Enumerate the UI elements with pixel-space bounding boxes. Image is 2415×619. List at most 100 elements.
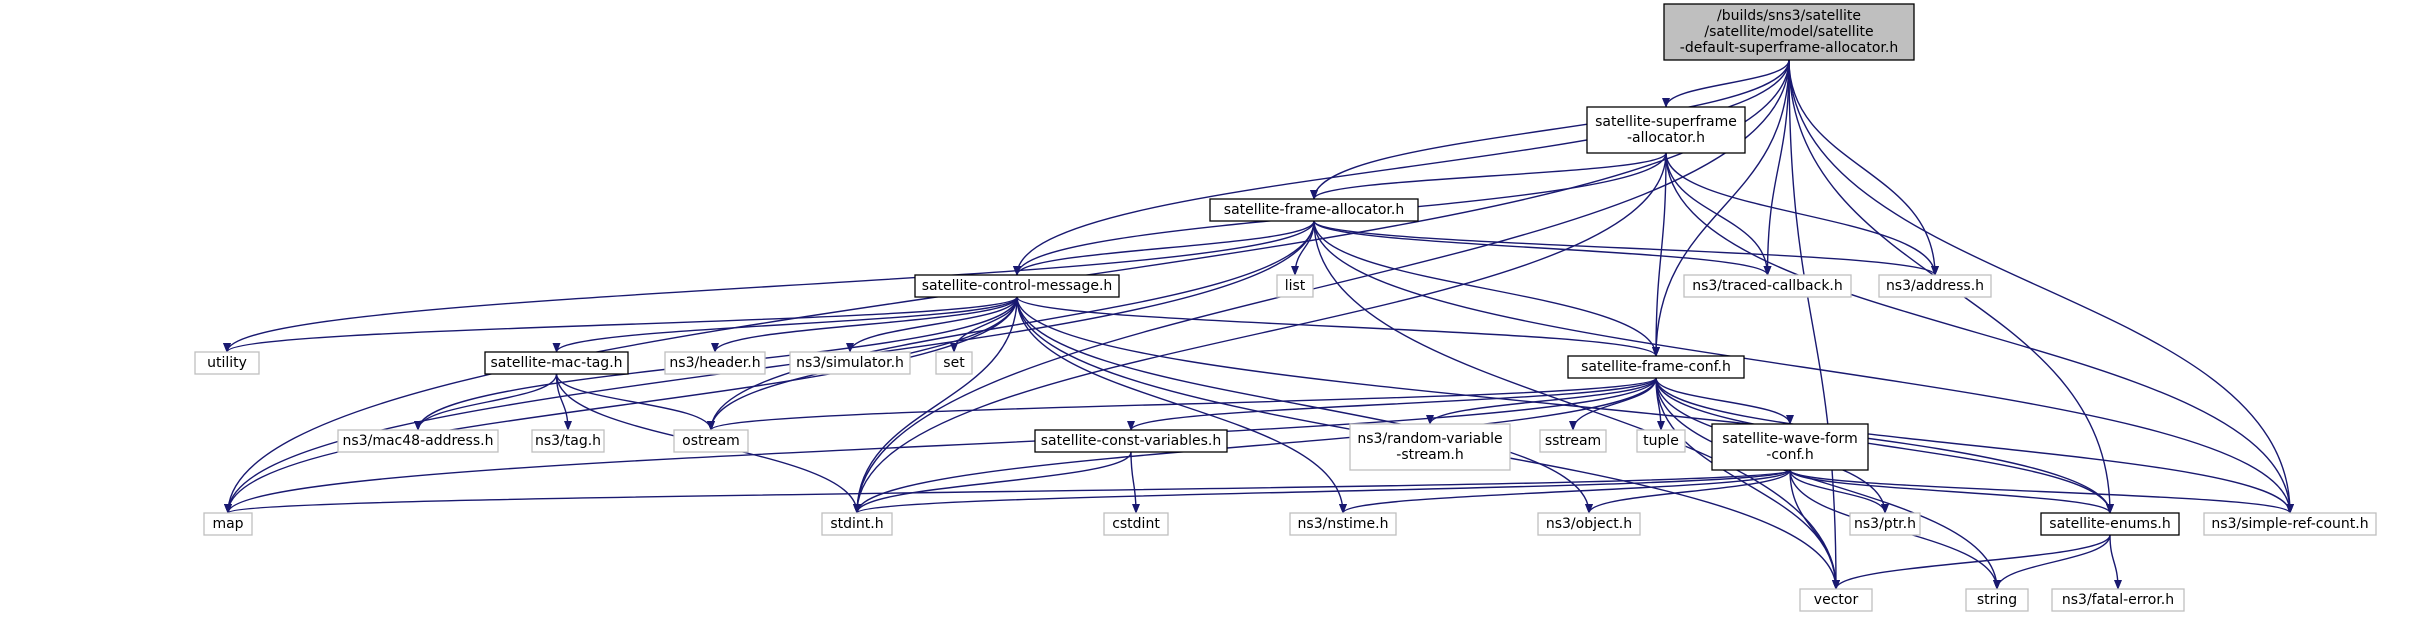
edge-frame-conf-to-vector xyxy=(1655,377,1840,590)
node-enums[interactable]: satellite-enums.h xyxy=(2040,512,2180,536)
edge-frame-alloc-to-map xyxy=(224,220,1315,514)
edge-enums-to-vector xyxy=(1832,534,2111,590)
edge-root-to-traced-cb xyxy=(1763,59,1790,276)
edge-control-msg-to-stdint xyxy=(853,296,1018,514)
node-string: string xyxy=(1965,588,2029,612)
node-label: ns3/ptr.h xyxy=(1854,516,1916,532)
edge-frame-alloc-to-traced-cb xyxy=(1313,220,1772,276)
node-const-vars[interactable]: satellite-const-variables.h xyxy=(1034,429,1228,453)
node-label: -default-superframe-allocator.h xyxy=(1680,40,1898,56)
edge-frame-conf-to-enums xyxy=(1655,377,2114,514)
node-label: -conf.h xyxy=(1766,447,1813,463)
node-box xyxy=(935,351,973,375)
node-box xyxy=(673,429,749,453)
node-label: ns3/random-variable xyxy=(1357,431,1502,447)
node-box xyxy=(1965,588,2029,612)
node-set: set xyxy=(935,351,973,375)
node-label: ns3/traced-callback.h xyxy=(1692,278,1843,294)
edge-enums-to-fatal-error xyxy=(2109,534,2122,590)
node-label: satellite-frame-conf.h xyxy=(1581,359,1731,375)
edge-control-msg-to-simulator xyxy=(846,296,1018,353)
node-object: ns3/object.h xyxy=(1537,512,1641,536)
edge-superframe-to-simple-ref xyxy=(1665,152,2294,514)
node-box xyxy=(1683,274,1852,298)
node-box xyxy=(1878,274,1992,298)
node-cstdint: cstdint xyxy=(1103,512,1169,536)
node-control-msg[interactable]: satellite-control-message.h xyxy=(914,274,1120,298)
edge-control-msg-to-frame-conf xyxy=(1016,296,1660,357)
node-box xyxy=(194,351,260,375)
edge-superframe-to-traced-cb xyxy=(1665,152,1772,276)
node-box xyxy=(664,351,766,375)
edge-frame-conf-to-sstream xyxy=(1569,377,1657,431)
node-mac-tag[interactable]: satellite-mac-tag.h xyxy=(484,351,629,375)
edge-control-msg-to-object xyxy=(1016,296,1593,514)
edge-mac-tag-to-tag xyxy=(555,373,572,431)
node-label: -stream.h xyxy=(1396,447,1463,463)
node-root[interactable]: /builds/sns3/satellite/satellite/model/s… xyxy=(1663,3,1915,61)
edge-frame-alloc-to-address xyxy=(1313,220,1939,276)
edge-root-to-control-msg xyxy=(1013,59,1790,276)
node-frame-alloc[interactable]: satellite-frame-allocator.h xyxy=(1209,198,1419,222)
edge-wave-form-to-vector xyxy=(1789,469,1840,590)
node-label: /satellite/model/satellite xyxy=(1704,24,1873,40)
edge-superframe-to-address xyxy=(1665,152,1939,276)
edge-control-msg-to-mac-tag xyxy=(552,296,1018,353)
edge-superframe-to-stdint xyxy=(853,152,1667,514)
node-traced-cb: ns3/traced-callback.h xyxy=(1683,274,1852,298)
edge-mac-tag-to-mac48 xyxy=(414,373,558,431)
node-tuple: tuple xyxy=(1636,429,1686,453)
node-box xyxy=(1349,423,1511,471)
node-sstream: sstream xyxy=(1539,429,1607,453)
node-wave-form[interactable]: satellite-wave-form-conf.h xyxy=(1711,423,1869,471)
node-box xyxy=(484,351,629,375)
node-box xyxy=(1537,512,1641,536)
node-label: tuple xyxy=(1643,433,1679,449)
node-simple-ref: ns3/simple-ref-count.h xyxy=(2203,512,2377,536)
edge-root-to-address xyxy=(1788,59,1939,276)
node-random-var: ns3/random-variable-stream.h xyxy=(1349,423,1511,471)
edge-mac-tag-to-ostream xyxy=(555,373,715,431)
node-utility: utility xyxy=(194,351,260,375)
edge-wave-form-to-ptr xyxy=(1789,469,1889,514)
edge-control-msg-to-nstime xyxy=(1016,296,1347,514)
node-box xyxy=(2051,588,2185,612)
edge-frame-conf-to-wave-form xyxy=(1655,377,1794,425)
node-label: satellite-enums.h xyxy=(2049,516,2170,532)
node-header: ns3/header.h xyxy=(664,351,766,375)
edge-superframe-to-frame-conf xyxy=(1652,152,1667,357)
node-label: ns3/tag.h xyxy=(535,433,601,449)
node-box xyxy=(1799,588,1873,612)
node-label: cstdint xyxy=(1112,516,1160,532)
edge-control-msg-to-map xyxy=(224,296,1018,514)
node-label: map xyxy=(212,516,243,532)
node-nstime: ns3/nstime.h xyxy=(1289,512,1397,536)
node-label: -allocator.h xyxy=(1627,130,1705,146)
edge-const-vars-to-cstdint xyxy=(1130,451,1140,514)
edge-control-msg-to-header xyxy=(711,296,1018,353)
node-stdint: stdint.h xyxy=(821,512,893,536)
edge-frame-alloc-to-utility xyxy=(223,220,1315,353)
node-box xyxy=(1034,429,1228,453)
node-label: ns3/simple-ref-count.h xyxy=(2211,516,2368,532)
node-superframe[interactable]: satellite-superframe-allocator.h xyxy=(1586,106,1746,154)
edge-wave-form-to-map xyxy=(224,469,1791,514)
node-box xyxy=(1289,512,1397,536)
node-label: ns3/header.h xyxy=(669,355,760,371)
edge-frame-conf-to-const-vars xyxy=(1127,377,1657,431)
node-label: satellite-wave-form xyxy=(1722,431,1857,447)
edge-wave-form-to-nstime xyxy=(1339,469,1791,514)
node-label: set xyxy=(943,355,965,371)
node-frame-conf[interactable]: satellite-frame-conf.h xyxy=(1567,355,1745,379)
node-label: ns3/nstime.h xyxy=(1298,516,1389,532)
node-label: ns3/fatal-error.h xyxy=(2062,592,2174,608)
edge-const-vars-to-stdint xyxy=(853,451,1132,514)
node-label: utility xyxy=(207,355,247,371)
edges-layer xyxy=(223,59,2294,590)
node-box xyxy=(789,351,911,375)
edge-frame-conf-to-simple-ref xyxy=(1655,377,2294,514)
node-label: ostream xyxy=(682,433,740,449)
node-box xyxy=(337,429,499,453)
node-box xyxy=(1849,512,1921,536)
